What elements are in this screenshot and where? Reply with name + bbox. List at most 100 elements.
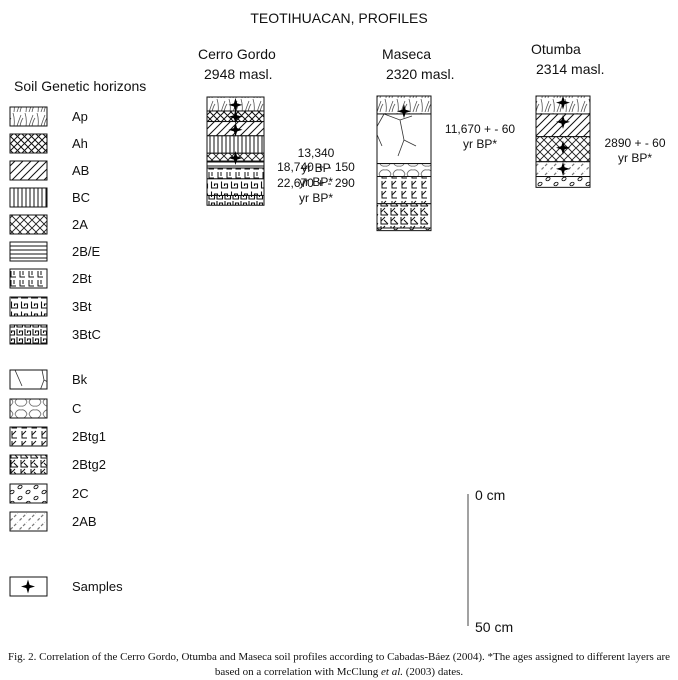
legend-label: 2Bt <box>72 271 92 286</box>
soil-profiles <box>206 95 591 232</box>
site-name-maseca: Maseca <box>382 46 432 62</box>
age-unit: yr BP* <box>298 191 333 206</box>
legend-item-2bt <box>9 268 48 289</box>
legend-item-bk <box>9 369 48 390</box>
sample-marker-icon <box>228 109 243 124</box>
sample-marker-icon <box>228 122 243 137</box>
legend-item-2btg1 <box>9 426 48 447</box>
legend-swatch-dense-square-glyphs <box>9 324 48 345</box>
horizon-pebbles <box>376 163 432 178</box>
age-unit: yr BP* <box>298 175 333 190</box>
legend-item-2c <box>9 483 48 504</box>
legend-item-ab <box>9 160 48 181</box>
sample-marker-icon <box>556 114 570 129</box>
legend-swatch-square-glyphs <box>9 296 48 317</box>
legend-label: 2C <box>72 486 89 501</box>
legend-label: 2A <box>72 217 88 232</box>
legend-swatch-pebbles <box>9 398 48 419</box>
scale-label-top: 0 cm <box>475 487 506 503</box>
sample-marker-icon <box>397 104 411 119</box>
legend-item-c <box>9 398 48 419</box>
site-name-otumba: Otumba <box>531 41 581 57</box>
site-altitude-maseca: 2320 masl. <box>386 66 455 82</box>
legend-title: Soil Genetic horizons <box>14 78 147 94</box>
legend-item-2a <box>9 214 48 235</box>
caption-text-1: Fig. 2. Correlation of the Cerro Gordo, … <box>7 651 671 678</box>
legend-item-3btc <box>9 324 48 345</box>
legend-label-samples: Samples <box>72 579 123 594</box>
legend-label: 2Btg1 <box>72 429 106 444</box>
legend-label: 2AB <box>72 514 97 529</box>
legend-item-2btg2 <box>9 454 48 475</box>
horizon-boxed-glyphs <box>376 203 432 229</box>
legend-swatch-ovals <box>9 483 48 504</box>
legend-label: Ap <box>72 109 88 124</box>
caption-text-2: (2003) dates. <box>403 666 464 678</box>
horizon-cracks <box>376 113 432 165</box>
scale-label-bottom: 50 cm <box>475 619 514 635</box>
profile-maseca <box>376 95 432 232</box>
horizon-ovals <box>535 176 591 188</box>
legend-swatch-fine-crosshatch <box>9 214 48 235</box>
legend-swatch-grass <box>9 106 48 127</box>
legend-label: C <box>72 401 82 416</box>
legend-swatch-boxed-glyphs <box>9 454 48 475</box>
age-unit: yr BP* <box>462 136 497 151</box>
legend-label: 2B/E <box>72 244 101 259</box>
horizon-K-glyphs <box>376 176 432 205</box>
horizon-ovals <box>376 227 432 232</box>
horizon-dense-square-glyphs <box>206 194 265 206</box>
sample-marker-icon <box>21 579 35 594</box>
site-name-cerro-gordo: Cerro Gordo <box>198 46 276 62</box>
legend-swatch-diagonal <box>9 160 48 181</box>
sample-marker-icon <box>228 97 243 112</box>
legend-swatch-K-glyphs <box>9 426 48 447</box>
legend-label: 3Bt <box>72 299 92 314</box>
age-value: 13,340 <box>297 146 335 161</box>
sample-marker-icon <box>556 140 570 155</box>
legend-swatch-cracks <box>9 369 48 390</box>
legend-label: BC <box>72 190 91 205</box>
legend-label: Ah <box>72 136 88 151</box>
sample-marker-icon <box>556 161 570 176</box>
horizon-vertical <box>206 135 265 154</box>
age-unit: yr BP <box>301 161 331 176</box>
age-value: 18,740 + - 150 <box>277 160 355 175</box>
age-value: 11,670 + - 60 <box>444 121 516 136</box>
legend-item-2ab <box>9 511 48 532</box>
legend-swatch-horizontal <box>9 241 48 262</box>
horizon-square-glyphs <box>206 178 265 196</box>
sample-marker-icon <box>556 95 570 110</box>
site-altitude-cerro-gordo: 2948 masl. <box>204 66 273 82</box>
sample-marker-icon <box>228 150 243 165</box>
legend-label: 2Btg2 <box>72 457 106 472</box>
profile-otumba <box>535 95 591 188</box>
figure-caption: Fig. 2. Correlation of the Cerro Gordo, … <box>0 650 678 680</box>
legend-label: 3BtC <box>72 327 101 342</box>
legend-item-3bt <box>9 296 48 317</box>
legend-item-samples <box>9 576 48 597</box>
site-altitude-otumba: 2314 masl. <box>536 61 605 77</box>
legend-label: Bk <box>72 372 88 387</box>
legend-item-bc <box>9 187 48 208</box>
profile-cerro-gordo <box>206 96 265 206</box>
legend-swatch-vertical <box>9 187 48 208</box>
legend-label: AB <box>72 163 90 178</box>
caption-italic: et al. <box>381 666 403 678</box>
age-value: 22,670 + - 290 <box>277 176 355 191</box>
legend-swatch-dashed-diagonal <box>9 511 48 532</box>
legend-item-2b-e <box>9 241 48 262</box>
legend-swatch-L-glyphs <box>9 268 48 289</box>
age-unit: yr BP* <box>617 151 652 166</box>
horizon-L-glyphs <box>206 167 265 180</box>
legend-swatch-crosshatch <box>9 133 48 154</box>
legend-item-ap <box>9 106 48 127</box>
legend-item-ah <box>9 133 48 154</box>
age-value: 2890 + - 60 <box>604 136 666 151</box>
